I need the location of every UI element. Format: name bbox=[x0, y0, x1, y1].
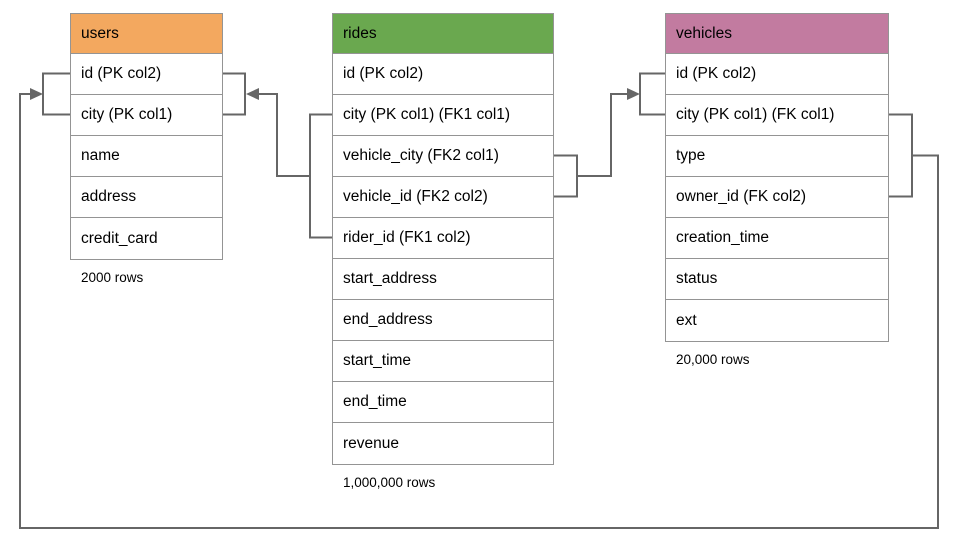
column-cell: ext bbox=[666, 300, 888, 341]
column-cell: vehicle_city (FK2 col1) bbox=[333, 136, 553, 177]
row-count-label-users: 2000 rows bbox=[81, 270, 144, 285]
rides-fk2-to-vehicles-line bbox=[577, 93, 627, 177]
arrowhead-into-vehicles-left-icon bbox=[627, 88, 640, 100]
column-cell: id (PK col2) bbox=[71, 54, 222, 95]
column-cell: name bbox=[71, 136, 222, 177]
vehicles-fk-to-users-line bbox=[19, 93, 939, 529]
column-cell: address bbox=[71, 177, 222, 218]
table-rides-box: rides id (PK col2) city (PK col1) (FK1 c… bbox=[332, 13, 554, 465]
table-users-box: users id (PK col2) city (PK col1) name a… bbox=[70, 13, 223, 260]
column-cell: credit_card bbox=[71, 218, 222, 259]
row-count-label-vehicles: 20,000 rows bbox=[676, 352, 750, 367]
table-rides: rides id (PK col2) city (PK col1) (FK1 c… bbox=[332, 13, 554, 490]
table-users: users id (PK col2) city (PK col1) name a… bbox=[70, 13, 223, 285]
row-count-label-rides: 1,000,000 rows bbox=[343, 475, 436, 490]
column-cell: status bbox=[666, 259, 888, 300]
rides-fk1-to-users-line bbox=[259, 93, 310, 177]
column-cell: rider_id (FK1 col2) bbox=[333, 218, 553, 259]
table-header-rides: rides bbox=[333, 14, 553, 54]
table-header-users: users bbox=[71, 14, 222, 54]
vehicles-right-merge-bracket bbox=[887, 113, 913, 198]
column-cell: revenue bbox=[333, 423, 553, 464]
users-right-merge-bracket bbox=[221, 72, 246, 116]
column-cell: vehicle_id (FK2 col2) bbox=[333, 177, 553, 218]
rides-right-merge-bracket bbox=[552, 154, 578, 198]
table-vehicles: vehicles id (PK col2) city (PK col1) (FK… bbox=[665, 13, 889, 367]
vehicles-left-merge-bracket bbox=[639, 72, 665, 116]
column-cell: end_time bbox=[333, 382, 553, 423]
column-cell: city (PK col1) (FK col1) bbox=[666, 95, 888, 136]
column-cell: owner_id (FK col2) bbox=[666, 177, 888, 218]
arrowhead-into-users-right-icon bbox=[246, 88, 259, 100]
column-cell: start_address bbox=[333, 259, 553, 300]
column-cell: creation_time bbox=[666, 218, 888, 259]
column-cell: id (PK col2) bbox=[333, 54, 553, 95]
column-cell: end_address bbox=[333, 300, 553, 341]
column-cell: type bbox=[666, 136, 888, 177]
rides-left-merge-bracket bbox=[309, 113, 332, 239]
column-cell: id (PK col2) bbox=[666, 54, 888, 95]
column-cell: city (PK col1) (FK1 col1) bbox=[333, 95, 553, 136]
column-cell: start_time bbox=[333, 341, 553, 382]
users-left-merge-bracket bbox=[42, 72, 70, 116]
column-cell: city (PK col1) bbox=[71, 95, 222, 136]
table-header-vehicles: vehicles bbox=[666, 14, 888, 54]
table-vehicles-box: vehicles id (PK col2) city (PK col1) (FK… bbox=[665, 13, 889, 342]
arrowhead-into-users-left-icon bbox=[30, 88, 43, 100]
